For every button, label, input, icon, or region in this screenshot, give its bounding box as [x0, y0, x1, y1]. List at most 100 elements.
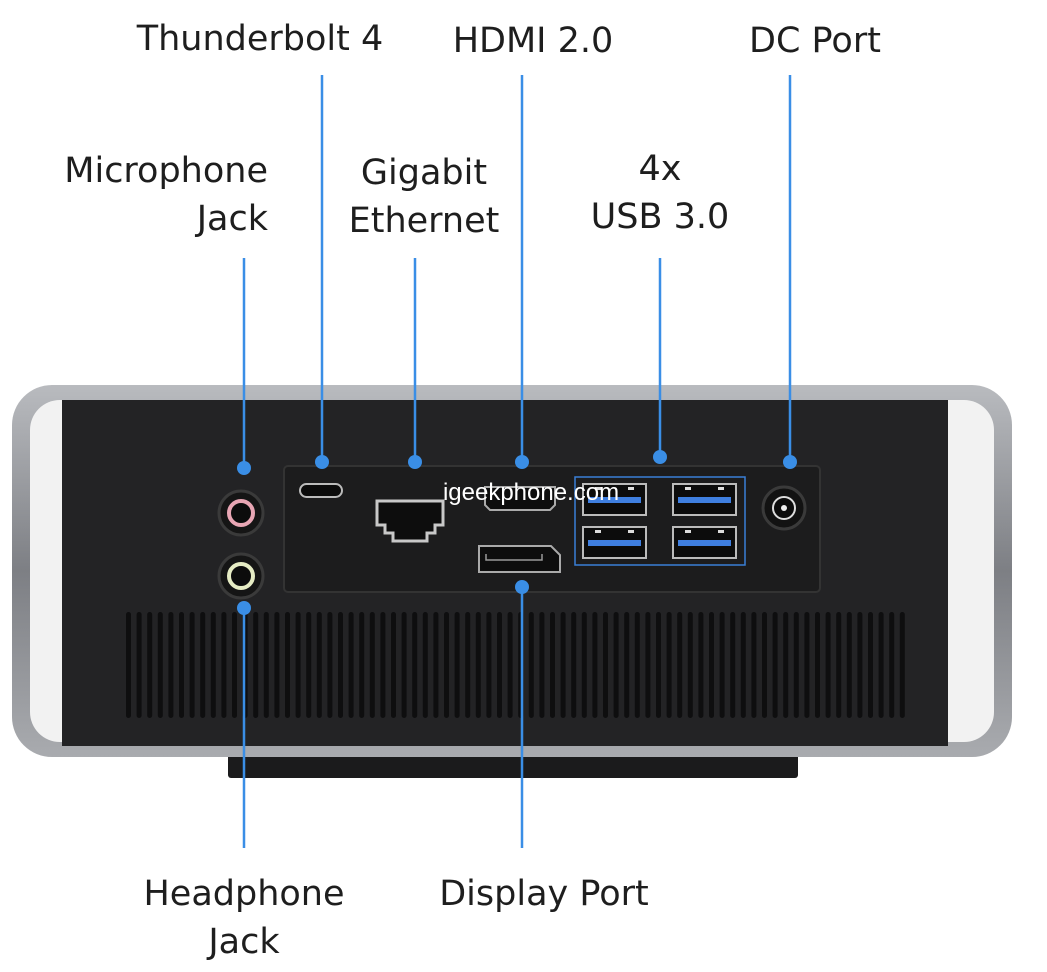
- vent-slot: [868, 612, 873, 718]
- vent-slot: [221, 612, 227, 718]
- vent-slot: [751, 612, 757, 718]
- usb-ports: [582, 483, 737, 559]
- vent-slot: [316, 612, 322, 718]
- vent-slot: [783, 612, 789, 718]
- callout-lines: [237, 75, 797, 848]
- vent-slot: [709, 612, 714, 718]
- vent-slot: [846, 612, 852, 718]
- vent-slot: [634, 612, 640, 718]
- displayport-port: [478, 545, 561, 573]
- vent-slot: [645, 612, 651, 718]
- vent-slot: [571, 612, 577, 718]
- label-dc-port: DC Port: [749, 21, 881, 61]
- vent-slot: [677, 612, 683, 718]
- vent-slot: [497, 612, 502, 718]
- vent-slot: [391, 612, 396, 718]
- watermark: igeekphone.com: [443, 479, 619, 506]
- vent-slot: [126, 612, 131, 718]
- vent-slot: [454, 612, 460, 718]
- vent-slot: [232, 612, 237, 718]
- vent-slot: [698, 612, 704, 718]
- vent-slot: [539, 612, 545, 718]
- vent-slot: [793, 612, 799, 718]
- vent-slot: [401, 612, 407, 718]
- vent-slot: [889, 612, 895, 718]
- label-ethernet-line1: Gigabit: [361, 153, 487, 193]
- vent-slot: [815, 612, 820, 718]
- vent-slot: [157, 612, 163, 718]
- label-displayport: Display Port: [439, 874, 649, 914]
- vent-slot: [338, 612, 343, 718]
- thunderbolt-port: [299, 483, 343, 498]
- usb-a-port: [582, 526, 647, 559]
- vent-slot: [263, 612, 269, 718]
- label-hdmi: HDMI 2.0: [453, 21, 614, 61]
- vent-slot: [560, 612, 566, 718]
- vent-slot: [136, 612, 142, 718]
- vent-slot: [306, 612, 312, 718]
- label-microphone-line2: Jack: [195, 199, 269, 239]
- usb-a-port: [672, 483, 737, 516]
- vent-slot: [295, 612, 301, 718]
- vent-slot: [189, 612, 195, 718]
- vent-slot: [422, 612, 428, 718]
- label-headphone-line2: Jack: [206, 922, 280, 962]
- label-thunderbolt: Thunderbolt 4: [136, 19, 384, 59]
- vent-slot: [878, 612, 884, 718]
- vent-slot: [412, 612, 418, 718]
- vent-slot: [624, 612, 630, 718]
- vent-slot: [666, 612, 672, 718]
- vent-slot: [740, 612, 746, 718]
- vent-slot: [719, 612, 725, 718]
- vent-slot: [804, 612, 810, 718]
- vent-slot: [465, 612, 471, 718]
- vent-grille: [126, 612, 905, 718]
- ethernet-port: [375, 499, 445, 543]
- vent-slot: [825, 612, 831, 718]
- usb-a-port: [672, 526, 737, 559]
- vent-slot: [200, 612, 206, 718]
- label-usb-line2: USB 3.0: [591, 197, 730, 237]
- microphone-jack: [217, 489, 265, 537]
- dc-port: [761, 485, 807, 531]
- vent-slot: [380, 612, 386, 718]
- vent-slot: [772, 612, 778, 718]
- vent-slot: [603, 612, 608, 718]
- vent-slot: [528, 612, 534, 718]
- vent-slot: [147, 612, 153, 718]
- vent-slot: [857, 612, 863, 718]
- vent-slot: [486, 612, 492, 718]
- vent-slot: [274, 612, 280, 718]
- vent-slot: [285, 612, 290, 718]
- vent-slot: [168, 612, 174, 718]
- vent-slot: [507, 612, 513, 718]
- vent-slot: [687, 612, 693, 718]
- label-ethernet-line2: Ethernet: [349, 201, 500, 241]
- vent-slot: [762, 612, 767, 718]
- label-microphone-line1: Microphone: [64, 151, 268, 191]
- vent-slot: [369, 612, 375, 718]
- mini-pc-rear: igeekphone.com: [12, 385, 1012, 778]
- vent-slot: [475, 612, 481, 718]
- vent-slot: [592, 612, 598, 718]
- vent-slot: [836, 612, 842, 718]
- usb-group-outline: [574, 476, 746, 566]
- vent-slot: [179, 612, 184, 718]
- headphone-jack: [217, 552, 265, 600]
- hdmi-port: [484, 486, 556, 511]
- vent-slot: [656, 612, 661, 718]
- vent-slot: [327, 612, 333, 718]
- vent-slot: [433, 612, 439, 718]
- usb-a-port: [582, 483, 647, 516]
- label-headphone-line1: Headphone: [143, 874, 344, 914]
- vent-slot: [210, 612, 216, 718]
- vent-slot: [253, 612, 259, 718]
- vent-slot: [444, 612, 449, 718]
- vent-slot: [730, 612, 736, 718]
- vent-slot: [613, 612, 619, 718]
- vent-slot: [581, 612, 587, 718]
- vent-slot: [899, 612, 905, 718]
- vent-slot: [550, 612, 555, 718]
- vent-slot: [348, 612, 354, 718]
